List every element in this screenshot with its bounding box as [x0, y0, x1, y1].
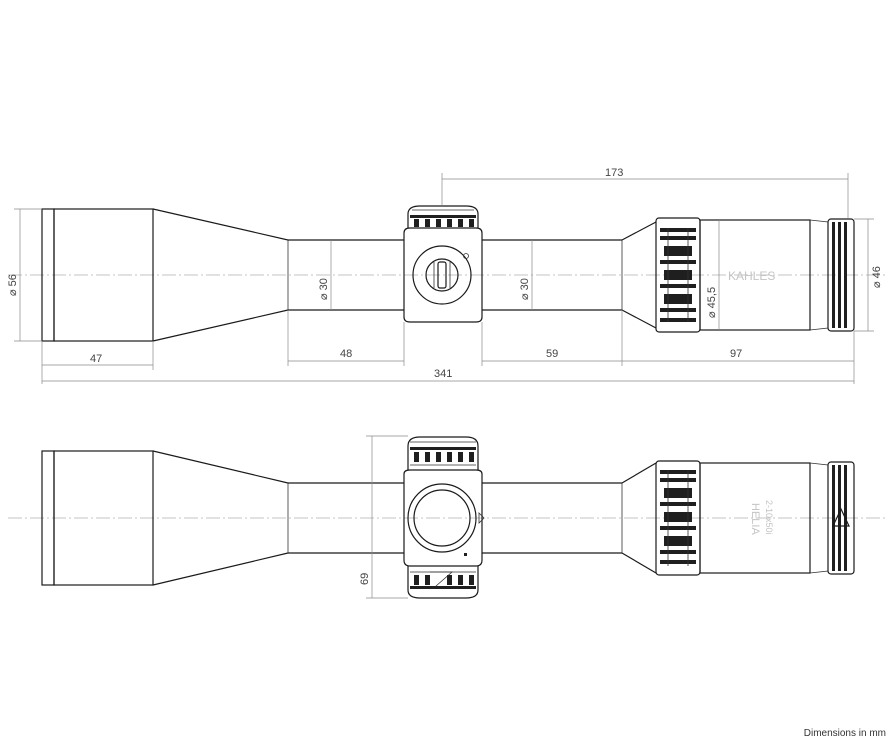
dim-front-tube-diameter: ⌀ 30: [318, 278, 330, 300]
side-ocular-ring: [827, 461, 855, 575]
side-bottom-turret: [407, 566, 479, 599]
top-view: KAHLES: [8, 205, 885, 342]
dim-overall-length: 341: [434, 368, 452, 380]
dim-objective-bell-length: 47: [90, 353, 102, 365]
side-eyepiece-body: [699, 462, 811, 574]
brand-marking: KAHLES: [728, 269, 775, 283]
dim-turret-to-eyepiece: 173: [605, 167, 623, 179]
dim-front-tube-length: 48: [340, 348, 352, 360]
side-front-tube: [288, 482, 404, 554]
units-footnote: Dimensions in mm: [803, 728, 886, 739]
side-rear-tube: [482, 482, 622, 554]
side-objective-bell: [53, 450, 154, 586]
dim-eyepiece-length: 97: [730, 348, 742, 360]
dim-eyepiece-diameter: ⌀ 45,5: [706, 287, 718, 318]
objective-bell: [53, 208, 154, 342]
side-elevation-turret: [407, 436, 479, 470]
spec-marking: 2-10x50i: [764, 500, 774, 535]
rear-main-tube: [482, 239, 622, 311]
side-windage-knob: [407, 483, 485, 556]
dim-objective-diameter: ⌀ 56: [7, 274, 19, 296]
windage-cap-top: [412, 245, 472, 305]
dim-ocular-diameter: ⌀ 46: [871, 266, 883, 288]
warning-triangle-icon: [832, 507, 850, 527]
side-view: HELIA 2-10x50i 69: [8, 435, 885, 599]
top-dimensions: 173 ⌀ 56 ⌀ 30 ⌀ 30 ⌀ 45,5 ⌀ 46 47 48: [7, 167, 883, 384]
eyepiece-taper: [621, 221, 657, 329]
dim-turret-height: 69: [359, 573, 371, 585]
dim-rear-tube-length: 59: [546, 348, 558, 360]
objective-taper: [152, 208, 289, 342]
eyepiece-body: [699, 219, 811, 331]
side-turret-saddle: [403, 469, 483, 567]
dim-rear-tube-diameter: ⌀ 30: [519, 278, 531, 300]
model-marking: HELIA: [749, 503, 761, 535]
side-magnification-ring: [655, 460, 701, 576]
front-main-tube: [288, 239, 404, 311]
elevation-turret: [407, 205, 479, 228]
turret-saddle: [403, 227, 483, 323]
ocular-focus-ring: [827, 218, 855, 332]
